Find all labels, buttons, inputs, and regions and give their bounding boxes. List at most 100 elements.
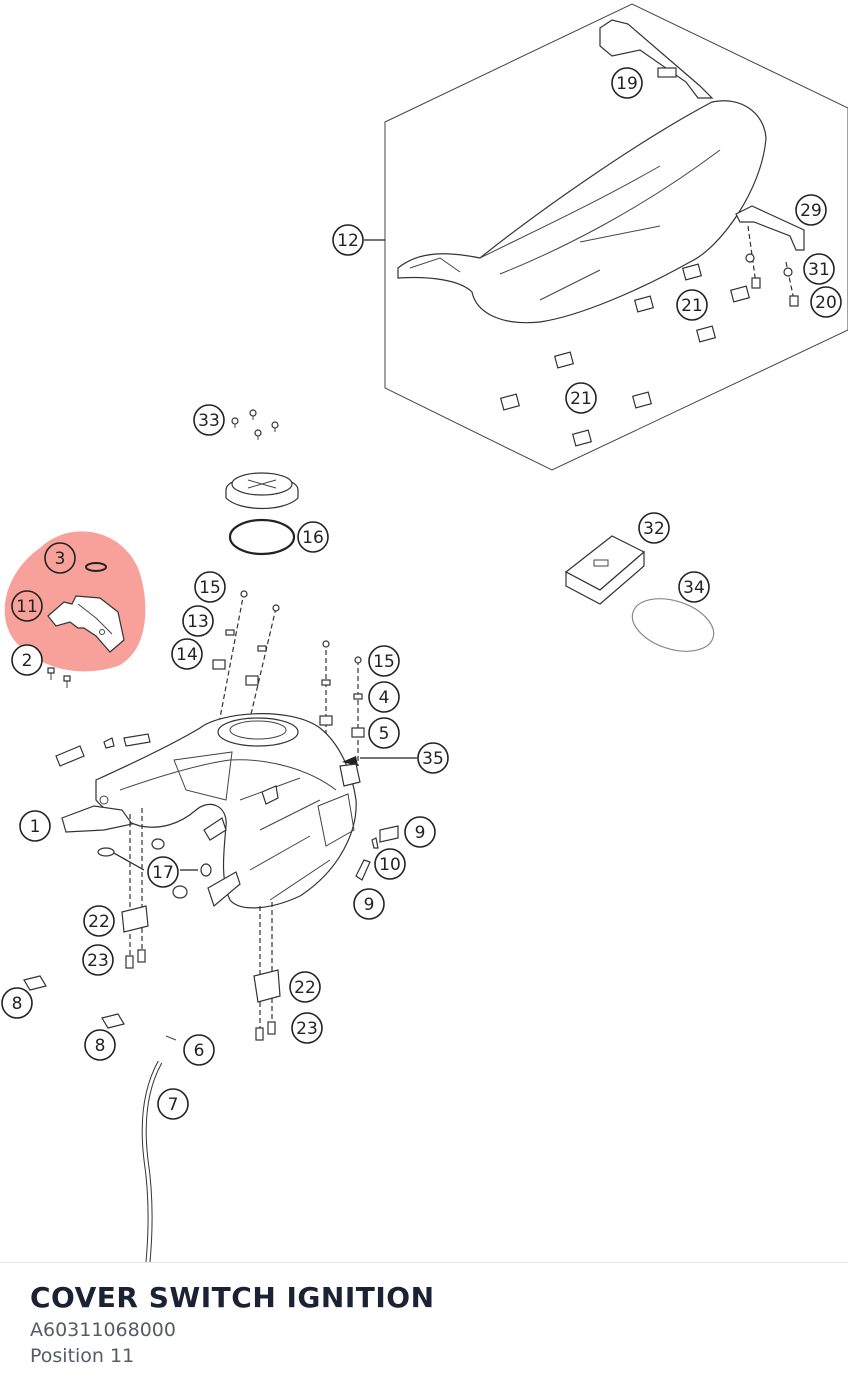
tank-mount-left — [121, 808, 149, 969]
callout-21[interactable]: 21 — [676, 289, 708, 321]
seat — [397, 100, 767, 324]
callout-6[interactable]: 6 — [183, 1034, 215, 1066]
callout-circle — [193, 404, 225, 436]
callout-3[interactable]: 3 — [44, 542, 76, 574]
callout-number: 31 — [808, 260, 830, 280]
callout-number: 14 — [176, 645, 198, 665]
callout-12[interactable]: 12 — [332, 224, 364, 256]
callout-number: 22 — [294, 978, 316, 998]
callout-23[interactable]: 23 — [82, 944, 114, 976]
fuel-cap — [225, 472, 299, 510]
tank-small-parts — [55, 733, 151, 767]
callout-circle — [803, 253, 835, 285]
callout-16[interactable]: 16 — [297, 521, 329, 553]
callout-number: 10 — [379, 855, 401, 875]
callout-circle — [374, 848, 406, 880]
callout-15[interactable]: 15 — [194, 571, 226, 603]
callout-number: 34 — [683, 578, 705, 598]
part-number: A60311068000 — [30, 1319, 176, 1341]
callout-circle — [565, 382, 597, 414]
callout-number: 12 — [337, 231, 359, 251]
callout-circle — [11, 644, 43, 676]
callout-circle — [404, 816, 436, 848]
callout-4[interactable]: 4 — [368, 681, 400, 713]
callout-17[interactable]: 17 — [147, 856, 179, 888]
callout-circle — [611, 67, 643, 99]
callout-circle — [289, 971, 321, 1003]
callout-circle — [368, 681, 400, 713]
callout-8[interactable]: 8 — [1, 987, 33, 1019]
callout-21[interactable]: 21 — [565, 382, 597, 414]
tank-grommets — [97, 838, 212, 899]
callout-22[interactable]: 22 — [83, 905, 115, 937]
callout-11[interactable]: 11 — [11, 590, 43, 622]
callout-number: 35 — [422, 749, 444, 769]
ignition-switch-cover — [47, 595, 125, 653]
callout-23[interactable]: 23 — [291, 1012, 323, 1044]
callout-2[interactable]: 2 — [11, 644, 43, 676]
callout-circle — [194, 571, 226, 603]
callout-35[interactable]: 35 — [417, 742, 449, 774]
cover-screws — [47, 667, 71, 688]
callout-10[interactable]: 10 — [374, 848, 406, 880]
callout-number: 8 — [12, 994, 23, 1014]
hose-clamp — [165, 1035, 177, 1041]
callout-32[interactable]: 32 — [638, 512, 670, 544]
callout-circle — [44, 542, 76, 574]
callout-22[interactable]: 22 — [289, 971, 321, 1003]
callout-number: 3 — [55, 549, 66, 569]
tank-rubber-stop — [342, 756, 358, 766]
callout-33[interactable]: 33 — [193, 404, 225, 436]
callout-circle — [83, 905, 115, 937]
hose-clips — [23, 975, 125, 1029]
callout-19[interactable]: 19 — [611, 67, 643, 99]
callout-circle — [368, 717, 400, 749]
callout-circle — [147, 856, 179, 888]
callout-circle — [171, 638, 203, 670]
callout-number: 11 — [16, 597, 38, 617]
document-bag — [631, 598, 715, 652]
callout-circle — [84, 1029, 116, 1061]
tank-side-pads — [355, 825, 399, 881]
callout-number: 2 — [22, 651, 33, 671]
callout-number: 15 — [199, 578, 221, 598]
callout-circle — [291, 1012, 323, 1044]
callout-9[interactable]: 9 — [353, 888, 385, 920]
callout-circle — [82, 944, 114, 976]
callout-circle — [11, 590, 43, 622]
callout-8[interactable]: 8 — [84, 1029, 116, 1061]
callout-20[interactable]: 20 — [810, 286, 842, 318]
callout-number: 6 — [194, 1041, 205, 1061]
callout-circle — [368, 645, 400, 677]
callout-9[interactable]: 9 — [404, 816, 436, 848]
callout-31[interactable]: 31 — [803, 253, 835, 285]
exploded-parts-diagram: 1912293120212133163234311215131415453519… — [1, 3, 848, 1262]
callout-7[interactable]: 7 — [157, 1088, 189, 1120]
callout-number: 23 — [296, 1019, 318, 1039]
callout-14[interactable]: 14 — [171, 638, 203, 670]
callout-29[interactable]: 29 — [795, 194, 827, 226]
callout-circle — [332, 224, 364, 256]
callout-circle — [182, 605, 214, 637]
callout-13[interactable]: 13 — [182, 605, 214, 637]
callout-circle — [1, 987, 33, 1019]
callout-number: 22 — [88, 912, 110, 932]
callout-number: 9 — [364, 895, 375, 915]
callout-5[interactable]: 5 — [368, 717, 400, 749]
callout-circle — [157, 1088, 189, 1120]
callout-number: 9 — [415, 823, 426, 843]
callout-number: 13 — [187, 612, 209, 632]
seat-bracket — [599, 19, 714, 99]
callout-15[interactable]: 15 — [368, 645, 400, 677]
part-info-panel: COVER SWITCH IGNITION A60311068000 Posit… — [0, 1262, 848, 1391]
callout-number: 1 — [30, 817, 41, 837]
fuel-cap-screws — [231, 409, 279, 440]
callout-34[interactable]: 34 — [678, 571, 710, 603]
callout-circle — [638, 512, 670, 544]
callout-number: 29 — [800, 201, 822, 221]
callout-number: 5 — [379, 724, 390, 744]
callout-number: 23 — [87, 951, 109, 971]
callout-1[interactable]: 1 — [19, 810, 51, 842]
callout-number: 19 — [616, 74, 638, 94]
